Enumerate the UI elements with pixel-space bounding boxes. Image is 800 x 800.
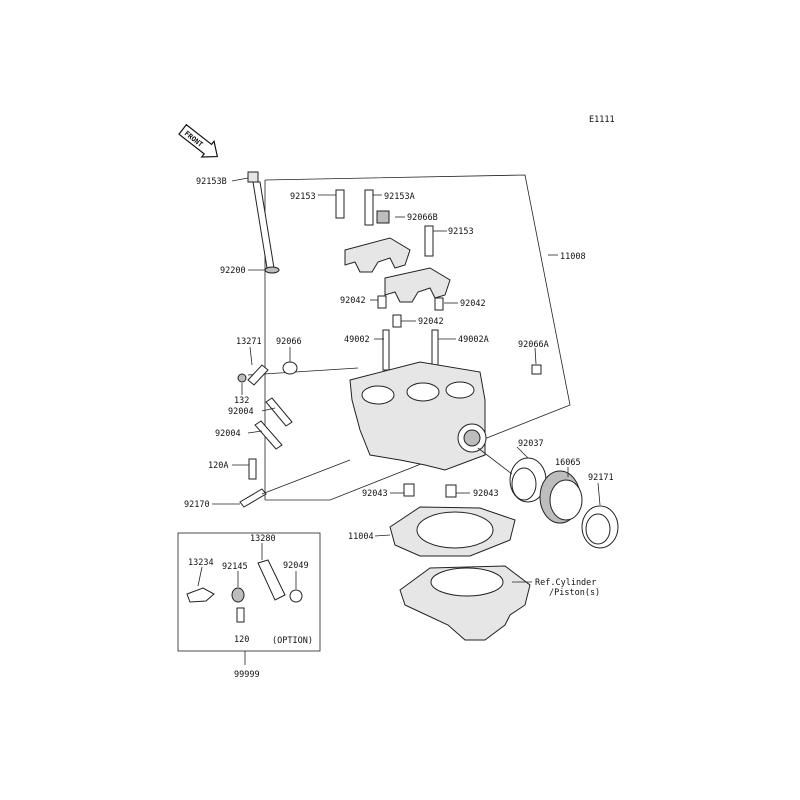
- stud: [265, 397, 293, 427]
- part-label-16065: 16065: [555, 458, 581, 468]
- option-label: (OPTION): [272, 636, 313, 646]
- dowel-pin: [445, 484, 457, 498]
- part-label-92043: 92043: [473, 489, 499, 499]
- part-label-120A: 120A: [208, 461, 228, 471]
- part-label-99999: 99999: [234, 670, 260, 680]
- reference-note-line1: Ref.Cylinder: [535, 578, 596, 588]
- front-arrow-icon: FRONT: [178, 123, 219, 158]
- part-label-92004: 92004: [215, 429, 241, 439]
- head-gasket: [389, 506, 516, 557]
- cylinder-reference: [399, 565, 531, 641]
- part-label-11004: 11004: [348, 532, 374, 542]
- temperature-sensor: [186, 587, 215, 603]
- dowel-pin: [392, 314, 402, 328]
- part-label-92042: 92042: [340, 296, 366, 306]
- part-label-92153: 92153: [448, 227, 474, 237]
- rubber-grommet: [282, 361, 298, 375]
- option-bolt: [236, 607, 245, 623]
- head-plug: [531, 364, 542, 375]
- part-label-92066: 92066: [276, 337, 302, 347]
- part-label-11008: 11008: [560, 252, 586, 262]
- part-label-49002: 49002: [344, 335, 370, 345]
- long-head-bolt: [247, 171, 275, 269]
- part-label-92066B: 92066B: [407, 213, 438, 223]
- part-label-13280: 13280: [250, 534, 276, 544]
- part-label-13271: 13271: [236, 337, 262, 347]
- dowel-pin: [377, 295, 387, 309]
- part-label-92042: 92042: [418, 317, 444, 327]
- part-label-92042: 92042: [460, 299, 486, 309]
- part-label-92043: 92043: [362, 489, 388, 499]
- part-label-13234: 13234: [188, 558, 214, 568]
- part-label-49002A: 49002A: [458, 335, 489, 345]
- part-label-132: 132: [234, 396, 249, 406]
- part-label-92153B: 92153B: [196, 177, 227, 187]
- tensioner-guide: [247, 364, 269, 386]
- rubber-plug: [376, 210, 390, 224]
- cap-bolt-left: [335, 189, 345, 219]
- part-label-92145: 92145: [222, 562, 248, 572]
- part-label-92004: 92004: [228, 407, 254, 417]
- diagram-code: E1111: [589, 115, 615, 125]
- o-ring: [231, 587, 245, 603]
- small-bolt: [237, 373, 247, 383]
- valve-guide: [382, 329, 390, 371]
- dowel-pin: [403, 483, 415, 497]
- head-assembly-outline: [264, 174, 571, 501]
- cylinder-head-body: [349, 361, 487, 471]
- bolt: [248, 458, 257, 480]
- fitting-ring: [289, 589, 303, 603]
- fitting-arm: [257, 559, 286, 601]
- dowel-pin: [434, 297, 444, 311]
- washer: [264, 266, 280, 274]
- guide-plate: [239, 488, 267, 508]
- hose-clamp: [581, 505, 619, 549]
- part-label-92153: 92153: [290, 192, 316, 202]
- part-label-92049: 92049: [283, 561, 309, 571]
- part-label-92200: 92200: [220, 266, 246, 276]
- option-box: [177, 532, 321, 652]
- camshaft-cap-lower: [384, 267, 451, 303]
- intake-duct: [539, 470, 583, 524]
- cap-bolt-middle: [364, 189, 374, 226]
- part-label-92066A: 92066A: [518, 340, 549, 350]
- part-label-92037: 92037: [518, 439, 544, 449]
- cap-bolt-right: [424, 225, 434, 257]
- part-label-92171: 92171: [588, 473, 614, 483]
- part-label-92153A: 92153A: [384, 192, 415, 202]
- stud: [254, 420, 283, 450]
- part-label-92170: 92170: [184, 500, 210, 510]
- part-label-120: 120: [234, 635, 249, 645]
- camshaft-cap-upper: [344, 237, 411, 273]
- reference-note-line2: /Piston(s): [549, 588, 600, 598]
